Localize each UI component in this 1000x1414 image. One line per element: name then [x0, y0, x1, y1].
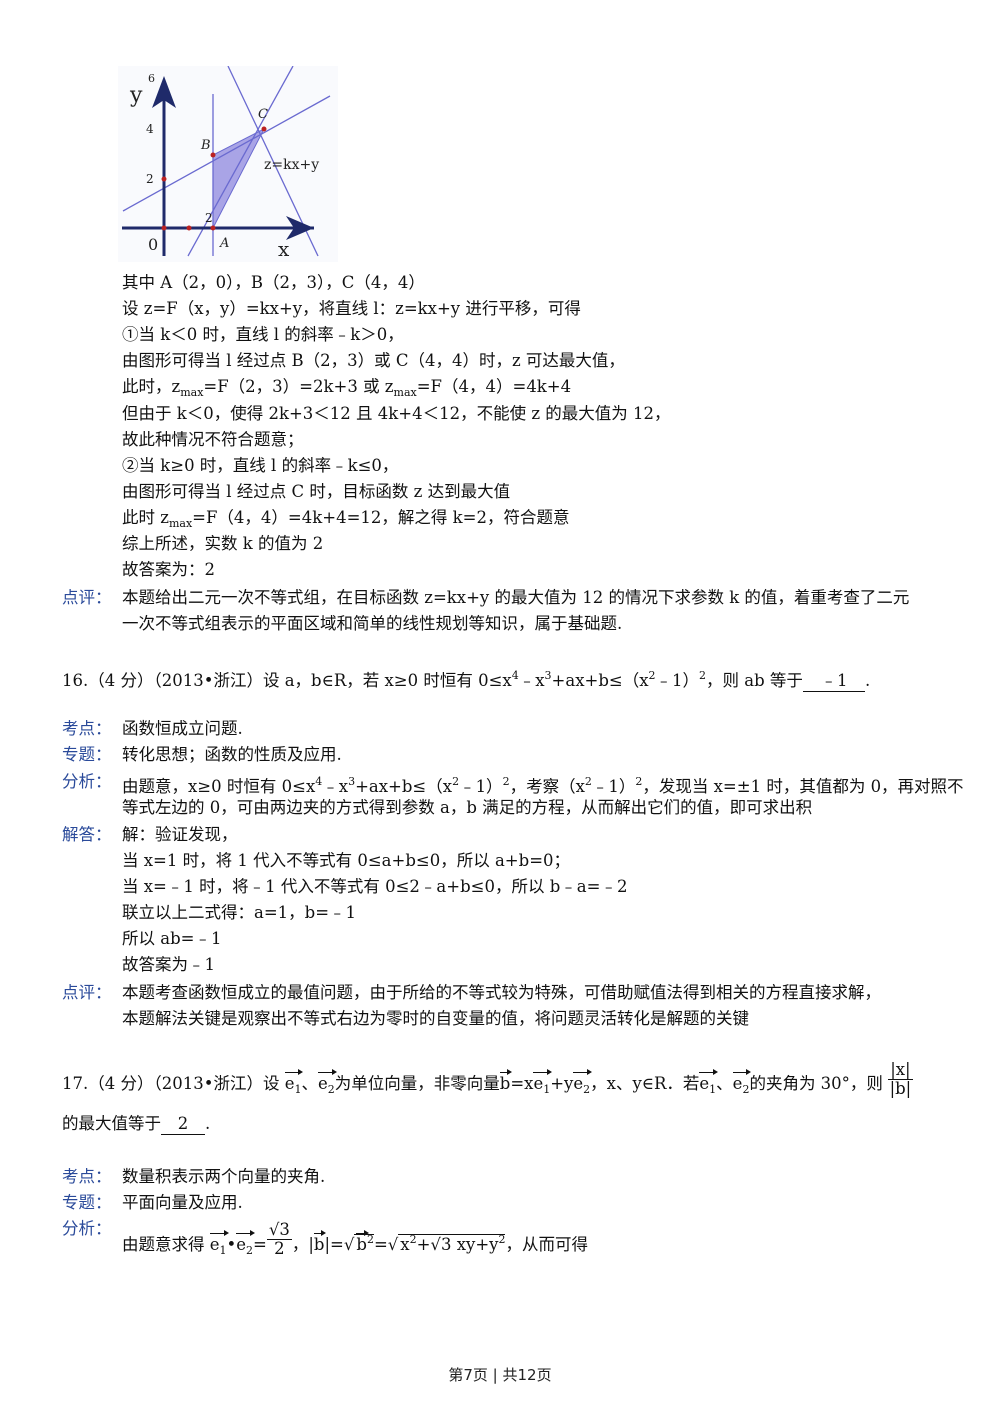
q16-fenxi-1: 由题意，x≥0 时恒有 0≤x4﹣x3+ax+b≤（x2﹣1）2，考察（x2﹣1… [122, 775, 964, 796]
x-axis-arrow [286, 216, 314, 240]
p15-review-1: 本题给出二元一次不等式组，在目标函数 z=kx+y 的最大值为 12 的情况下求… [122, 588, 910, 607]
p15-review-2: 一次不等式组表示的平面区域和简单的线性规划等知识，属于基础题. [122, 614, 623, 633]
y-axis-label: y [129, 83, 143, 108]
q16-review-label: 点评： [62, 983, 112, 1002]
q17-zhuanti-label: 专题： [62, 1193, 112, 1212]
origin-point [161, 225, 167, 231]
q17-kaodian: 数量积表示两个向量的夹角. [122, 1167, 326, 1186]
p15-line-12: 故答案为：2 [122, 560, 215, 579]
q16-jieda-1: 解：验证发现， [122, 825, 238, 844]
point-c-label: C [258, 107, 268, 122]
q16-jieda-4: 联立以上二式得：a=1，b=﹣1 [122, 903, 357, 922]
q16-question: 16.（4 分）（2013•浙江）设 a，b∈R，若 x≥0 时恒有 0≤x4﹣… [62, 669, 871, 692]
small-tick-2: 2 [205, 211, 213, 225]
y-intercept-dot [161, 176, 167, 182]
q16-jieda-5: 所以 ab=﹣1 [122, 929, 222, 948]
y-tick-4: 4 [146, 122, 154, 136]
q16-jieda-2: 当 x=1 时，将 1 代入不等式有 0≤a+b≤0，所以 a+b=0； [122, 851, 571, 870]
point-c-dot [261, 126, 267, 132]
q16-answer: ﹣1 [802, 671, 865, 692]
q16-fenxi-2: 等式左边的 0，可由两边夹的方式得到参数 a，b 满足的方程，从而解出它们的值，… [122, 798, 813, 817]
p15-line-8: ②当 k≥0 时，直线 l 的斜率﹣k≤0， [122, 456, 399, 475]
p15-line-1: 其中 A（2，0），B（2，3），C（4，4） [122, 273, 425, 292]
line-through-a-c [187, 66, 294, 257]
p15-line-5: 此时，zmax=F（2，3）=2k+3 或 zmax=F（4，4）=4k+4 [122, 377, 572, 399]
vec-e1: e1 [284, 1069, 304, 1100]
q17-question: 17.（4 分）（2013•浙江）设 e1、e2为单位向量，非零向量b=xe1+… [62, 1060, 913, 1100]
q16-jieda-3: 当 x=﹣1 时，将﹣1 代入不等式有 0≤2﹣a+b≤0，所以 b﹣a=﹣2 [122, 877, 628, 896]
line-label: z=kx+y [264, 157, 319, 173]
q17-fraction: |x||b| [888, 1060, 913, 1098]
p15-line-11: 综上所述，实数 k 的值为 2 [122, 534, 324, 553]
vec-b: b [499, 1069, 512, 1094]
q16-review-2: 本题解法关键是观察出不等式右边为零时的自变量的值，将问题灵活转化是解题的关键 [122, 1009, 749, 1028]
p15-review-label: 点评： [62, 588, 112, 607]
q17-zhuanti: 平面向量及应用. [122, 1193, 243, 1212]
point-a-dot [210, 225, 216, 231]
y-tick-6: 6 [148, 72, 155, 85]
y-tick-2: 2 [146, 172, 154, 186]
p15-line-9: 由图形可得当 l 经过点 C 时，目标函数 z 达到最大值 [122, 482, 511, 501]
p15-line-10: 此时 zmax=F（4，4）=4k+4=12，解之得 k=2，符合题意 [122, 508, 570, 530]
point-b-label: B [200, 138, 211, 153]
q17-kaodian-label: 考点： [62, 1167, 112, 1186]
q17-fenxi-label: 分析： [62, 1219, 112, 1238]
x-axis-point [186, 225, 192, 231]
q16-jieda-label: 解答： [62, 825, 112, 844]
point-b-dot [210, 152, 216, 158]
q16-zhuanti: 转化思想；函数的性质及应用. [122, 745, 342, 764]
vec-e2: e2 [317, 1069, 337, 1100]
q16-kaodian-label: 考点： [62, 719, 112, 738]
x-axis-label: x [278, 237, 290, 261]
q16-zhuanti-label: 专题： [62, 745, 112, 764]
p15-line-3: ①当 k＜0 时，直线 l 的斜率﹣k＞0， [122, 325, 404, 344]
p15-line-4: 由图形可得当 l 经过点 B（2，3）或 C（4，4）时，z 可达最大值， [122, 351, 625, 370]
q16-kaodian: 函数恒成立问题. [122, 719, 243, 738]
page-footer: 第7页 | 共12页 [448, 1366, 552, 1384]
q16-fenxi-label: 分析： [62, 772, 112, 791]
point-a-label: A [219, 236, 229, 251]
y-axis-arrow [152, 76, 176, 108]
q16-jieda-6: 故答案为﹣1 [122, 955, 215, 974]
line-upper [122, 95, 331, 212]
origin-label: 0 [148, 235, 158, 254]
p15-line-7: 故此种情况不符合题意； [122, 430, 304, 449]
p15-line-6: 但由于 k＜0，使得 2k+3＜12 且 4k+4＜12，不能使 z 的最大值为… [122, 404, 671, 423]
q17-answer: 2 [161, 1114, 205, 1135]
p15-line-2: 设 z=F（x，y）=kx+y，将直线 l：z=kx+y 进行平移，可得 [122, 299, 581, 318]
feasible-region-figure: y 6 4 2 0 2 A B C z=kx+y x [118, 66, 338, 262]
q16-review-1: 本题考查函数恒成立的最值问题，由于所给的不等式较为特殊，可借助赋值法得到相关的方… [122, 983, 881, 1002]
